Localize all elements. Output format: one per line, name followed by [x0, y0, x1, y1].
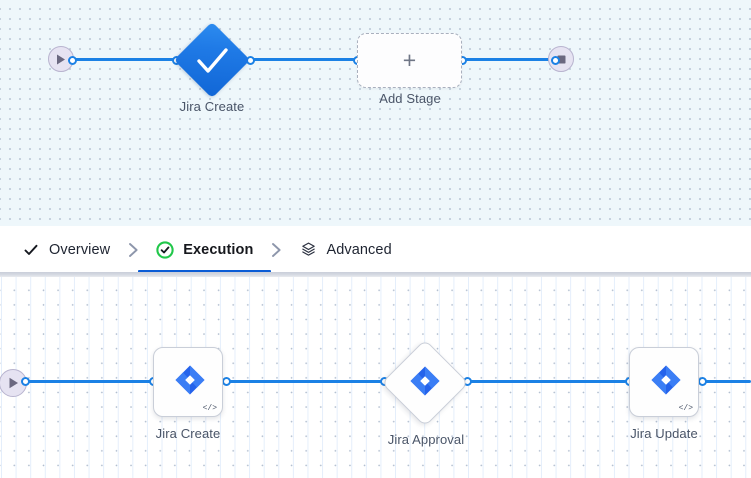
execution-steps-canvas[interactable]: </> Jira Create Jira Approval </> Jira U… — [0, 277, 751, 478]
connector-start-to-jira-create — [71, 58, 176, 61]
check-icon — [197, 48, 228, 73]
code-badge-icon: </> — [202, 404, 217, 413]
jira-icon — [651, 365, 681, 395]
tab-label-overview: Overview — [49, 241, 111, 258]
layers-hexagon-icon — [299, 241, 317, 259]
tab-label-execution: Execution — [183, 241, 254, 258]
step-jira-approval[interactable] — [381, 339, 469, 427]
connector-approval-to-jira-update — [466, 380, 626, 383]
tab-overview[interactable]: Overview — [22, 226, 110, 273]
tab-active-underline — [138, 270, 272, 273]
step-jira-update[interactable]: </> — [629, 347, 699, 417]
tab-advanced[interactable]: Advanced — [299, 226, 392, 273]
port-end-in[interactable] — [551, 56, 560, 65]
connector-jira-create-to-add-stage — [248, 58, 360, 61]
tab-execution[interactable]: Execution — [138, 226, 272, 273]
jira-icon — [410, 366, 440, 396]
check-circle-icon — [156, 240, 174, 259]
step-label-jira-update: Jira Update — [630, 426, 698, 441]
step-jira-create[interactable]: </> — [153, 347, 223, 417]
jira-icon — [175, 365, 205, 395]
port-jira-update-out[interactable] — [698, 377, 707, 386]
stage-jira-create[interactable] — [173, 21, 251, 99]
port-exec-start-out[interactable] — [21, 377, 30, 386]
pipeline-section-tabs[interactable]: Overview Execution Advanced — [0, 226, 751, 273]
connector-start-to-jira-create — [24, 380, 158, 383]
stage-label-add-stage: Add Stage — [379, 91, 441, 106]
connector-jira-create-to-approval — [226, 380, 384, 383]
plus-icon: + — [402, 47, 417, 73]
section-divider — [0, 272, 751, 277]
top-pipeline-canvas[interactable]: Jira Create + Add Stage — [0, 0, 751, 226]
chevron-right-icon-2 — [253, 242, 299, 258]
step-label-jira-create: Jira Create — [155, 426, 221, 441]
connector-add-stage-to-end — [460, 58, 555, 61]
add-stage-button[interactable]: + — [357, 33, 462, 88]
port-jira-create-out[interactable] — [222, 377, 231, 386]
step-label-jira-approval: Jira Approval — [387, 432, 465, 447]
play-icon — [57, 54, 65, 64]
play-icon — [9, 377, 18, 389]
chevron-right-icon — [110, 242, 156, 258]
check-icon — [22, 241, 40, 259]
connector-jira-update-to-next — [694, 380, 751, 383]
port-start-out[interactable] — [68, 56, 77, 65]
code-badge-icon: </> — [678, 404, 693, 413]
stage-label-jira-create: Jira Create — [179, 99, 245, 114]
tab-label-advanced: Advanced — [326, 241, 392, 258]
